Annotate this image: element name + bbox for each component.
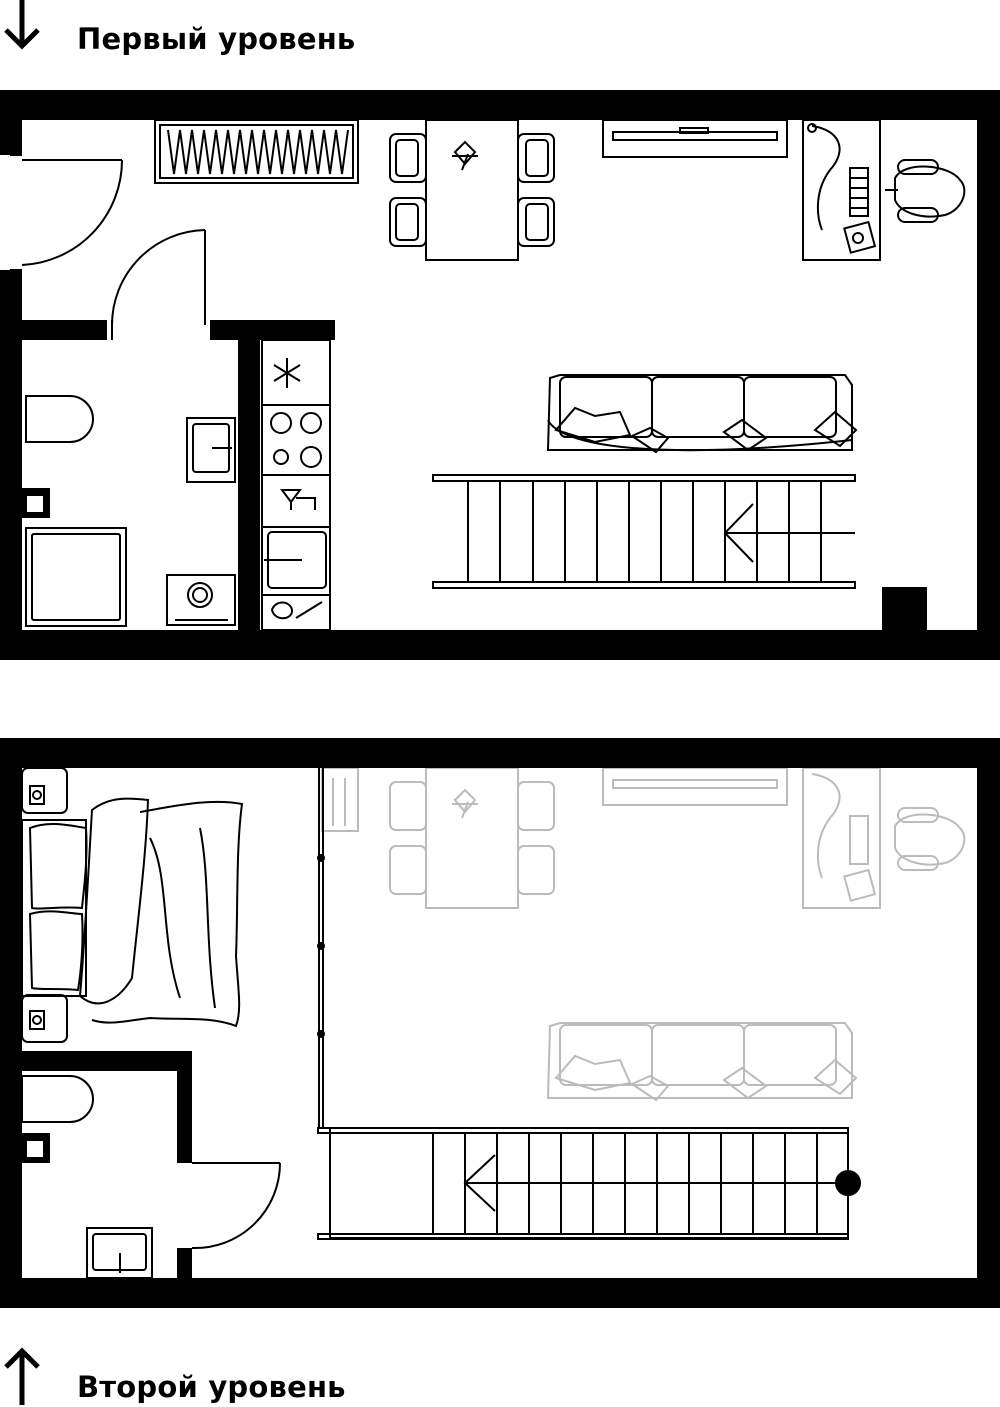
level-2-heading: Второй уровень	[0, 1345, 600, 1405]
first-level-floor-plan	[0, 90, 1000, 660]
wardrobe	[154, 119, 359, 184]
second-level-floor-plan	[0, 738, 1000, 1308]
staircase	[317, 1127, 861, 1240]
walls	[0, 90, 1000, 660]
level-1-heading: Первый уровень	[0, 0, 600, 60]
sofa	[546, 374, 858, 454]
dining-table	[389, 119, 555, 261]
bed	[21, 767, 244, 1043]
staircase	[432, 474, 856, 589]
bathroom-door	[111, 229, 206, 340]
arrow-up-icon	[4, 1347, 40, 1405]
walls	[0, 738, 1000, 1308]
entrance-door	[10, 154, 124, 271]
bathroom-fixtures	[25, 395, 236, 627]
tv-stand	[602, 119, 788, 158]
work-desk	[802, 119, 881, 261]
level-1-title: Первый уровень	[77, 22, 356, 56]
upper-bathroom	[21, 1075, 281, 1279]
level-2-title: Второй уровень	[77, 1370, 346, 1404]
gallery-railing	[317, 768, 835, 1129]
arrow-down-icon	[4, 0, 40, 50]
ghost-lower-furniture	[321, 767, 966, 1102]
kitchen-unit	[261, 339, 331, 631]
office-chair	[885, 159, 966, 223]
